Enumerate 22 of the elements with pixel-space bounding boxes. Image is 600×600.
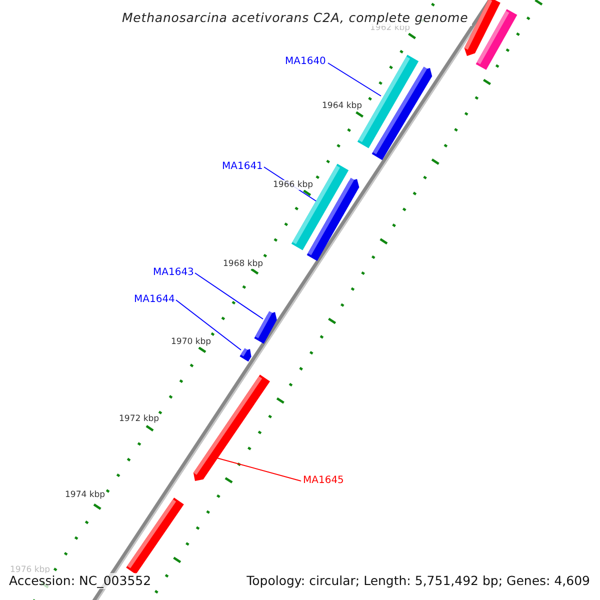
gene-block — [193, 374, 270, 481]
scale-label: 1964 kbp — [322, 101, 362, 111]
leader-line — [176, 300, 242, 350]
scale-label: 1974 kbp — [65, 490, 106, 500]
gene-label: MA1645 — [303, 475, 344, 487]
scale-label: 1970 kbp — [171, 337, 212, 347]
gene-block — [126, 498, 184, 574]
gene-label: MA1644 — [134, 294, 175, 306]
leader-line — [328, 62, 382, 96]
gene-block — [476, 9, 518, 70]
scale-label: 1968 kbp — [223, 259, 264, 269]
gene-block — [372, 66, 432, 160]
leader-line — [194, 272, 264, 320]
gene-block — [240, 348, 252, 362]
genome-info-text: Topology: circular; Length: 5,751,492 bp; Genes: 4,609 — [244, 573, 592, 589]
gene-label: MA1643 — [153, 267, 194, 279]
scale-label: 1972 kbp — [119, 414, 160, 424]
leader-line — [216, 458, 302, 482]
gene-label: MA1640 — [285, 56, 326, 68]
scale-label: 1966 kbp — [273, 180, 314, 190]
gene-block — [254, 311, 277, 344]
gene-label: MA1641 — [222, 161, 263, 173]
